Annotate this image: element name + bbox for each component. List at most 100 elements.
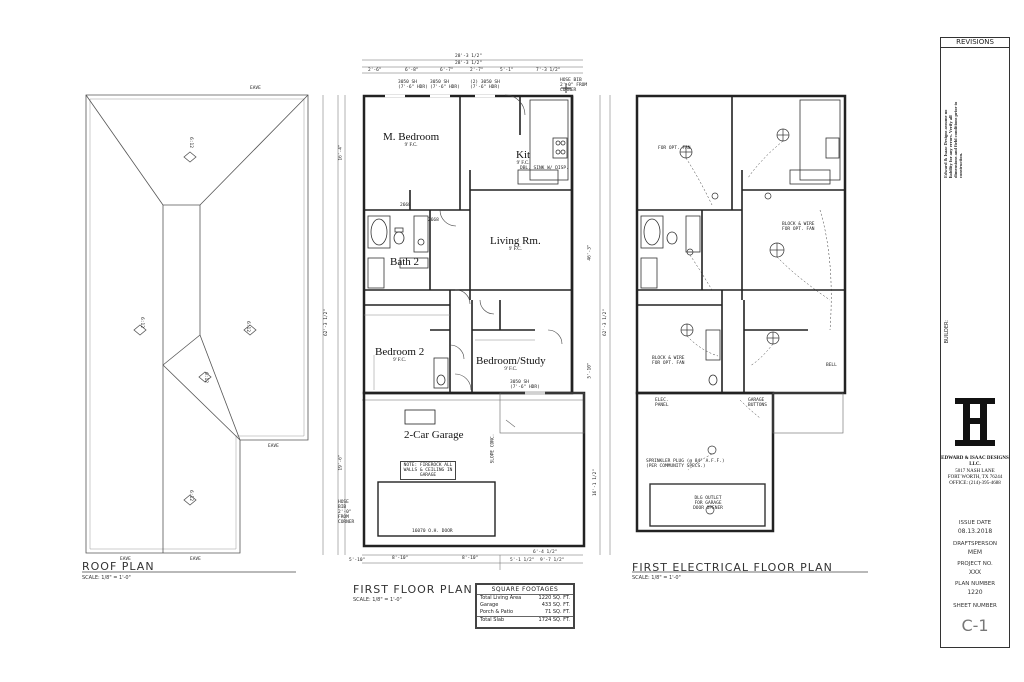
overall-depth-dim: 62'-3 1/2" [603, 308, 609, 337]
room-kitchen: Kit 9' F.C. [516, 149, 531, 167]
revisions-header: REVISIONS [941, 38, 1009, 48]
row-value: 1724 SQ. FT. [538, 617, 570, 623]
top-dim: 2'-7" [470, 68, 484, 73]
window-label: 3050 SH (7'-6" HDR) [398, 80, 428, 90]
eave-label: EAVE [268, 444, 279, 449]
roof-pitch-label: 6:12 [202, 372, 208, 383]
ceiling-label: 9' F.C. [504, 367, 518, 372]
right-dim: 46'-3" [587, 244, 593, 261]
room-name: Bedroom/Study [476, 355, 546, 367]
room-name: Bath 2 [390, 256, 420, 268]
bell-note: BELL [826, 363, 837, 368]
square-footage-row: Garage 433 SQ. FT. [477, 602, 573, 609]
room-name: Kit [516, 149, 531, 161]
eave-label: EAVE [190, 557, 201, 562]
room-bedroom-2: Bedroom 2 9' F.C. [375, 346, 425, 364]
room-name: M. Bedroom [383, 131, 440, 143]
fan-note: FOR OPT. FAN [658, 146, 691, 151]
company-name: EDWARD & ISAAC DESIGNS LLC. [941, 456, 1009, 467]
room-master-bedroom: M. Bedroom 9' F.C. [383, 131, 440, 149]
top-dim: 7'-3 1/2" [536, 68, 561, 73]
sink-note: DBL. SINK W/ DISP. [520, 166, 569, 171]
company-logo [949, 394, 1001, 450]
electrical-plan-title: FIRST ELECTRICAL FLOOR PLAN [632, 561, 833, 574]
sheet-number-label: SHEET NUMBER [953, 603, 997, 609]
garage-buttons-note: GARAGE BUTTONS [748, 398, 767, 408]
draftsperson-label: DRAFTSPERSON [952, 541, 998, 547]
project-label: PROJECT NO. [957, 561, 993, 567]
room-bedroom-study: Bedroom/Study 9' F.C. [476, 355, 546, 373]
draftsperson-value: MEM [967, 549, 983, 556]
bottom-dim: 8'-10" [462, 556, 479, 561]
top-dim: 6'-8" [405, 68, 419, 73]
right-dim: 16'-1 1/2" [593, 468, 599, 497]
panel-note: ELEC. PANEL [655, 398, 669, 408]
row-value: 1220 SQ. FT. [538, 595, 570, 601]
sheet-number-value: C-1 [961, 616, 989, 635]
bottom-dim: 6'-4 1/2" [533, 550, 558, 555]
window-label: (2) 3050 SH (7'-6" HDR) [470, 80, 500, 90]
door-size-label: 2668 [400, 203, 411, 208]
row-label: Garage [480, 602, 499, 608]
roof-pitch-label: 6:12 [244, 321, 250, 332]
window-label: 3050 SH (7'-6" HDR) [510, 380, 540, 390]
bottom-dim: 8'-10" [392, 556, 409, 561]
bottom-dim: 5'-1 1/2" [510, 558, 535, 563]
fan-note: BLOCK & WIRE FOR OPT. FAN [652, 356, 685, 366]
electrical-plan-drawing [632, 94, 868, 573]
floor-plan-scale: SCALE: 1/8" = 1'-0" [353, 597, 402, 603]
square-footage-row: Total Living Area 1220 SQ. FT. [477, 595, 573, 602]
ceiling-label: 9' F.C. [393, 358, 407, 363]
issue-date-value: 08.13.2018 [957, 528, 993, 535]
disclaimer-text: Edward & Isaac Designs assume no liabili… [943, 101, 963, 178]
roof-pitch-label: 6:12 [187, 137, 193, 148]
bottom-dim: 5'-10" [349, 558, 366, 563]
electrical-plan-scale: SCALE: 1/8" = 1'-0" [632, 575, 681, 581]
hose-bib-note: HOSE BIB 2'-0" FROM CORNER [338, 500, 355, 525]
plan-number-value: 1220 [967, 589, 983, 596]
row-label: Total Slab [480, 617, 505, 623]
top-dim: 2'-6" [368, 68, 382, 73]
title-block: REVISIONS Edward & Isaac Designs assume … [940, 37, 1010, 648]
opener-note: DLG OUTLET FOR GARAGE DOOR OPENER [693, 496, 723, 511]
right-dim: 5'-10" [587, 362, 593, 379]
garage-note: NOTE: FIREROCK ALL WALLS & CEILING IN GA… [400, 461, 456, 480]
sprinkler-note: SPRINKLER PLUG (@ 84" A.F.F.) (PER COMMU… [646, 459, 725, 469]
company-address-2: FORT WORTH, TX 76244 [947, 475, 1003, 480]
top-dim: 5'-1" [500, 68, 514, 73]
ceiling-label: 9' F.C. [404, 143, 418, 148]
room-garage: 2-Car Garage [404, 430, 464, 441]
issue-date-label: ISSUE DATE [958, 520, 992, 526]
hose-bib-note: HOSE BIB 2'-0" FROM CORNER [560, 78, 588, 93]
builder-label: BUILDER: [944, 320, 950, 344]
row-value: 433 SQ. FT. [541, 602, 570, 608]
floor-plan-drawing [322, 59, 611, 570]
left-dim: 19'-6" [338, 454, 344, 471]
room-name: Living Rm. [490, 235, 541, 247]
company-phone: OFFICE: (214)-395-4688 [949, 481, 1001, 486]
room-bath-2: Bath 2 [390, 257, 419, 268]
square-footage-row: Porch & Patio 71 SQ. FT. [477, 609, 573, 616]
eave-label: EAVE [250, 86, 261, 91]
plan-number-label: PLAN NUMBER [954, 581, 996, 587]
window-label: 3050 SH (7'-6" HDR) [430, 80, 460, 90]
square-footage-title: SQUARE FOOTAGES [477, 585, 573, 595]
overall-width-dim: 28'-3 1/2" [455, 54, 483, 59]
room-name: Bedroom 2 [375, 346, 425, 358]
company-address-1: 5017 NASH LANE [955, 469, 995, 474]
slope-note: SLOPE CONC. [490, 433, 496, 464]
bottom-dim: 9'-7 1/2" [540, 558, 565, 563]
ceiling-label: 9' F.C. [516, 161, 530, 166]
eave-label: EAVE [120, 557, 131, 562]
overall-depth-dim: 62'-3 1/2" [324, 308, 330, 337]
floor-plan-title: FIRST FLOOR PLAN [353, 583, 473, 596]
room-living: Living Rm. 9' F.C. [490, 235, 541, 253]
left-dim: 16'-4" [338, 144, 344, 161]
door-size-label: 2668 [428, 218, 439, 223]
fan-note: BLOCK & WIRE FOR OPT. FAN [782, 222, 815, 232]
room-name: 2-Car Garage [404, 429, 464, 441]
overall-width-dim: 28'-3 1/2" [455, 61, 483, 66]
top-dim: 6'-7" [440, 68, 454, 73]
project-value: XXX [968, 569, 982, 576]
